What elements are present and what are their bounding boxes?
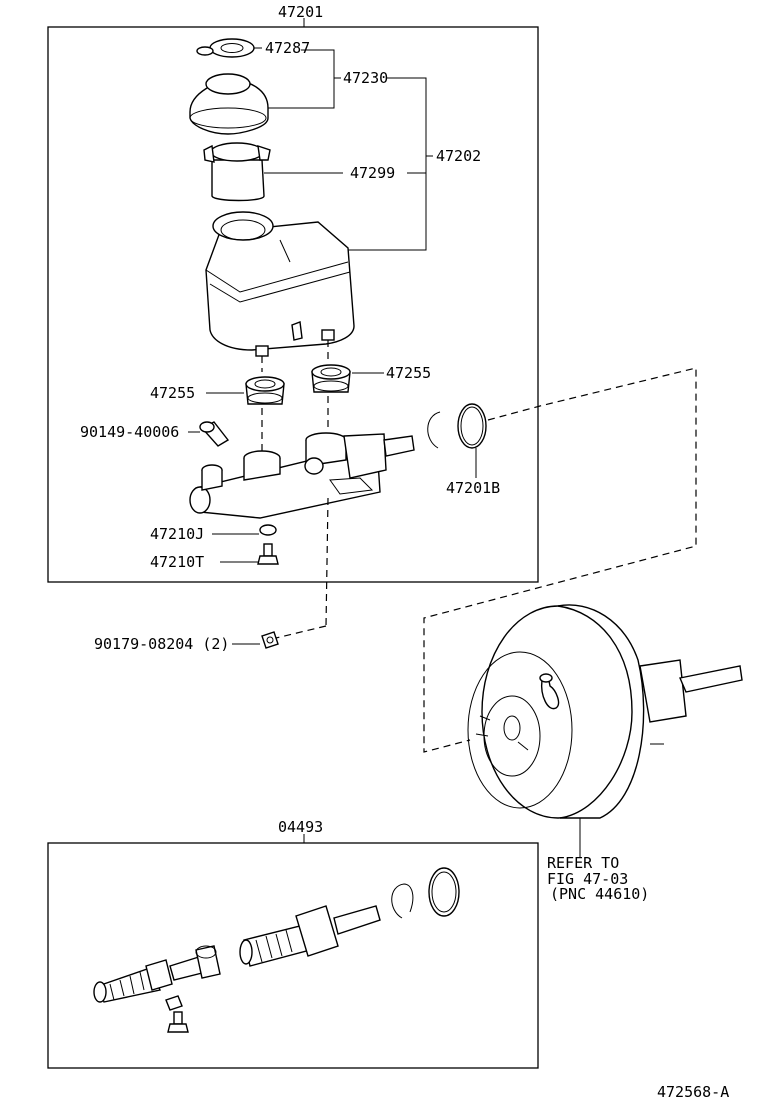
label-reservoir-cap-seal[interactable]: 47287 [265, 39, 310, 57]
reservoir-cap-seal [196, 38, 255, 58]
primary-piston [93, 945, 221, 1003]
label-reservoir-sub-assy[interactable]: 47202 [436, 147, 481, 165]
grommet-right [311, 364, 351, 393]
brake-booster [467, 604, 743, 819]
label-grommet-right[interactable]: 47255 [386, 364, 431, 382]
kit-snap-ring [391, 883, 414, 919]
label-cylinder-kit[interactable]: 04493 [278, 818, 323, 836]
union-bolt [199, 421, 230, 447]
label-bolt[interactable]: 47210T [150, 553, 204, 571]
master-cylinder-body [189, 432, 415, 519]
booster-note-line3[interactable]: (PNC 44610) [550, 885, 649, 903]
label-reservoir-strainer[interactable]: 47299 [350, 164, 395, 182]
bleeder-bolt [257, 543, 279, 565]
gasket [259, 524, 277, 536]
label-nut[interactable]: 90179-08204 (2) [94, 635, 229, 653]
booster-note-line2[interactable]: FIG 47-03 [547, 870, 628, 888]
o-ring [457, 403, 487, 449]
master-cylinder-frame [47, 26, 539, 583]
label-grommet-left[interactable]: 47255 [150, 384, 195, 402]
figure-code[interactable]: 472568-A [657, 1083, 729, 1101]
label-gasket[interactable]: 47210J [150, 525, 204, 543]
label-reservoir-cap[interactable]: 47230 [343, 69, 388, 87]
label-master-cylinder-assy[interactable]: 47201 [278, 3, 323, 21]
kit-o-ring [428, 867, 460, 917]
booster-note-line1[interactable]: REFER TO [547, 854, 619, 872]
reservoir-tank [205, 211, 355, 357]
kit-nut [165, 995, 183, 1011]
nut [261, 631, 279, 649]
reservoir-strainer [203, 142, 271, 202]
secondary-piston [239, 905, 381, 967]
label-o-ring[interactable]: 47201B [446, 479, 500, 497]
grommet-left [245, 376, 285, 405]
label-union-bolt[interactable]: 90149-40006 [80, 423, 179, 441]
snap-ring [427, 411, 441, 449]
cylinder-kit-frame [47, 842, 539, 1069]
reservoir-cap [189, 73, 269, 135]
kit-bolt [167, 1011, 189, 1033]
